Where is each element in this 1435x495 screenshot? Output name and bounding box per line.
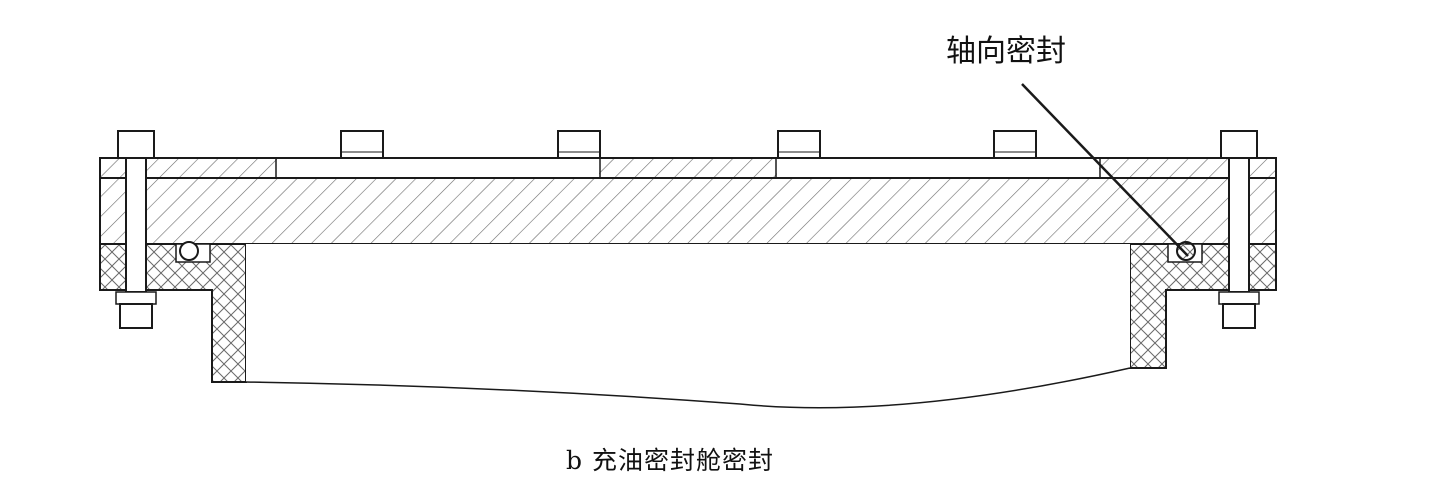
left-axial-seal-ring [175,241,211,263]
cap-screw-4 [993,130,1037,159]
right-through-bolt [1218,130,1260,329]
figure-caption: b 充油密封舱密封 [566,446,774,475]
cap-screw-1 [340,130,384,159]
oil-filled-chamber [245,244,1131,409]
axial-seal-callout-label: 轴向密封 [946,34,1066,69]
main-flange-plate [99,177,1277,245]
cap-screw-2 [557,130,601,159]
top-cover-plate [99,157,1277,179]
callout-leader-line [1021,83,1189,257]
left-through-bolt [115,130,157,329]
cap-screw-3 [777,130,821,159]
